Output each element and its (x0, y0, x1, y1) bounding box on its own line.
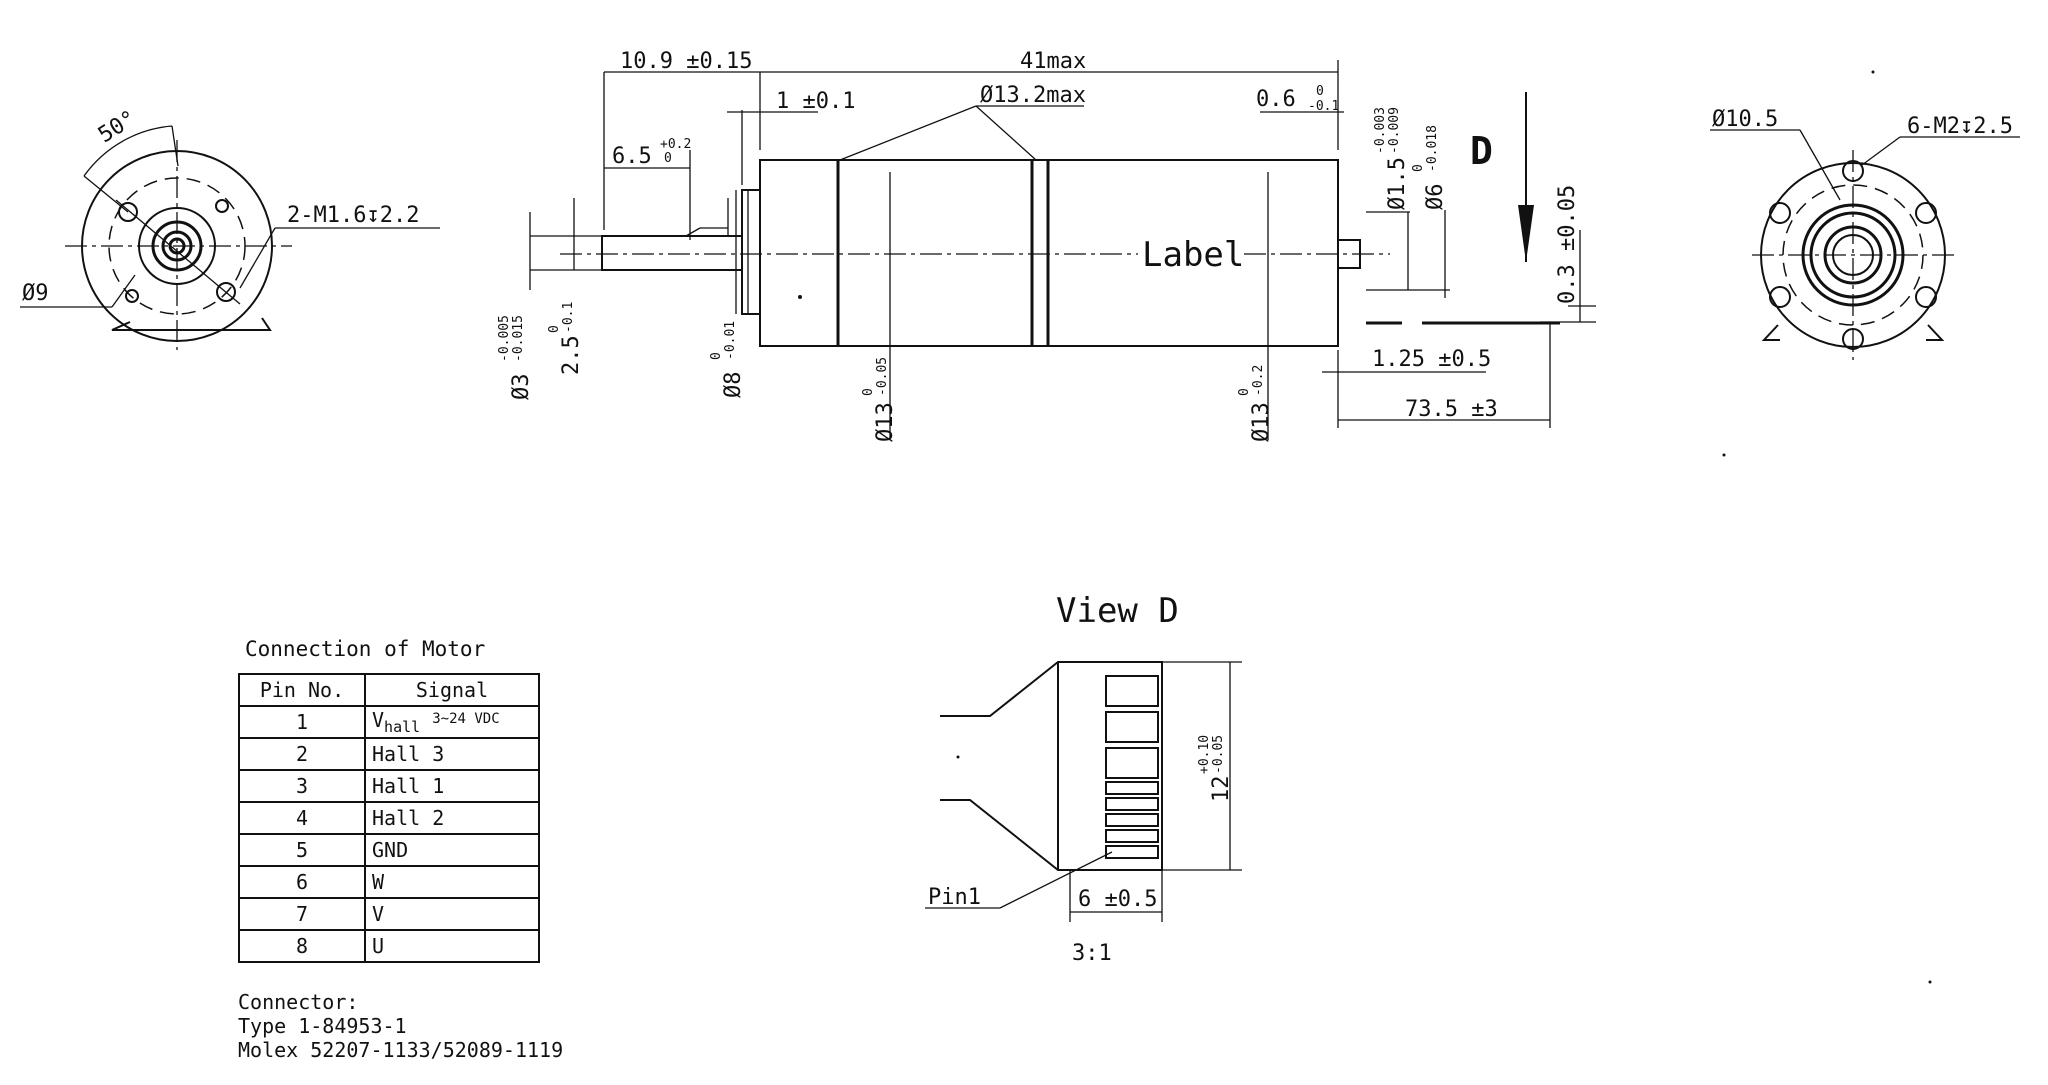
dim-2-5-tol-lower: -0.1 (561, 302, 576, 333)
front-view-left: 50° Ø9 2-M1.6↧2.2 (20, 106, 440, 350)
pin-header: Pin No. (238, 673, 366, 707)
output-shaft (601, 235, 743, 271)
pin-table-header-row: Pin No. Signal (238, 673, 540, 707)
dim-0-3: 0.3 ±0.05 (1555, 185, 1580, 304)
dim-13-a-tol-lower: -0.05 (875, 357, 890, 396)
dim-13-b-tol-upper: 0 (1237, 388, 1252, 396)
signal-cell: Hall 3 (364, 737, 540, 771)
view-d-width: 6 ±0.5 (1078, 887, 1157, 912)
pin-number: 6 (238, 865, 366, 899)
signal-main: V (372, 708, 385, 732)
diameter-10-5-label: Ø10.5 (1712, 107, 1778, 132)
dim-2-5: 2.5 (559, 335, 584, 375)
dim-3: Ø3 (509, 374, 534, 401)
table-row: 2 Hall 3 (238, 737, 540, 771)
dim-41max: 41max (1020, 49, 1086, 74)
dim-73-5: 73.5 ±3 (1405, 397, 1498, 422)
motor-label-text: Label (1142, 235, 1244, 275)
dim-10-9: 10.9 ±0.15 (620, 49, 752, 74)
pin-number: 3 (238, 769, 366, 803)
dim-13-b: Ø13 (1249, 402, 1274, 442)
view-d-height-tol-lower: -0.05 (1211, 735, 1226, 774)
holes-m1-6-label: 2-M1.6↧2.2 (287, 203, 419, 228)
pin-number: 8 (238, 929, 366, 963)
pin-table: Pin No. Signal 1 Vhall 3~24 VDC 2 Hall 3… (238, 673, 540, 963)
table-row: 7 V (238, 897, 540, 931)
table-row: 1 Vhall 3~24 VDC (238, 705, 540, 739)
signal-cell: Hall 1 (364, 769, 540, 803)
table-row: 6 W (238, 865, 540, 899)
dim-0-6-tol-upper: 0 (1316, 84, 1324, 99)
side-view: 10.9 ±0.15 41max 1 ±0.1 Ø13.2max 0.6 0 -… (497, 49, 1596, 442)
table-row: 8 U (238, 929, 540, 963)
pin1-label: Pin1 (928, 885, 981, 910)
connector-heading: Connector: (238, 990, 359, 1014)
dim-8-tol-lower: -0.01 (723, 321, 738, 360)
view-d-height: 12 (1209, 776, 1234, 803)
signal-sub: hall (384, 718, 421, 736)
holes-m2-label: 6-M2↧2.5 (1907, 114, 2013, 139)
signal-extra: 3~24 VDC (432, 711, 500, 727)
view-d-height-tol-upper: +0.10 (1197, 735, 1212, 774)
view-d-title: View D (1056, 591, 1179, 631)
dim-1: 1 ±0.1 (776, 89, 855, 114)
dim-1-5: Ø1.5 (1385, 157, 1410, 210)
dim-6-5: 6.5 (612, 144, 652, 169)
dim-6-tol-upper: 0 (1411, 164, 1426, 172)
view-d-connector: View D 12 +0.10 -0.05 6 ±0.5 Pin1 3:1 (925, 591, 1242, 966)
dim-8-tol-upper: 0 (709, 352, 724, 360)
view-d-marker: D (1470, 129, 1493, 173)
dim-6-tol-lower: -0.018 (1425, 125, 1440, 172)
dim-13-a: Ø13 (873, 402, 898, 442)
signal-cell: Vhall 3~24 VDC (364, 705, 540, 739)
signal-header: Signal (364, 673, 540, 707)
dim-1-25: 1.25 ±0.5 (1372, 347, 1491, 372)
pin-number: 4 (238, 801, 366, 835)
dim-0-6: 0.6 (1256, 87, 1296, 112)
front-view-right: Ø10.5 6-M2↧2.5 (1710, 70, 2020, 984)
angle-label: 50° (94, 106, 141, 148)
connector-outline (940, 661, 1163, 871)
dim-8: Ø8 (721, 372, 746, 399)
connector-type: Type 1-84953-1 (238, 1014, 407, 1038)
dim-2-5-tol-upper: 0 (547, 325, 562, 333)
dim-6: Ø6 (1423, 184, 1448, 211)
pin-number: 7 (238, 897, 366, 931)
dim-13-b-tol-lower: -0.2 (1251, 365, 1266, 396)
signal-cell: V (364, 897, 540, 931)
table-row: 4 Hall 2 (238, 801, 540, 835)
diameter-9-label: Ø9 (22, 281, 49, 306)
connector-notes: Connector: Type 1-84953-1 Molex 52207-11… (238, 990, 563, 1062)
dim-6-5-tol-upper: +0.2 (660, 137, 691, 152)
connection-title: Connection of Motor (245, 637, 486, 661)
view-d-scale: 3:1 (1072, 941, 1112, 966)
pin-number: 5 (238, 833, 366, 867)
signal-cell: W (364, 865, 540, 899)
dim-3-tol-lower: -0.015 (511, 315, 526, 362)
pin-number: 1 (238, 705, 366, 739)
dim-13-a-tol-upper: 0 (861, 388, 876, 396)
signal-cell: Hall 2 (364, 801, 540, 835)
signal-cell: GND (364, 833, 540, 867)
dim-1-5-tol-upper: -0.003 (1373, 107, 1388, 154)
dim-3-tol-upper: -0.005 (497, 315, 512, 362)
dim-6-5-tol-lower: 0 (664, 151, 672, 166)
table-row: 5 GND (238, 833, 540, 867)
connector-molex: Molex 52207-1133/52089-1119 (238, 1038, 564, 1062)
pin-number: 2 (238, 737, 366, 771)
dim-1-5-tol-lower: -0.009 (1387, 107, 1402, 154)
dim-13-2max: Ø13.2max (980, 83, 1086, 108)
signal-cell: U (364, 929, 540, 963)
dim-0-6-tol-lower: -0.1 (1308, 99, 1339, 114)
table-row: 3 Hall 1 (238, 769, 540, 803)
